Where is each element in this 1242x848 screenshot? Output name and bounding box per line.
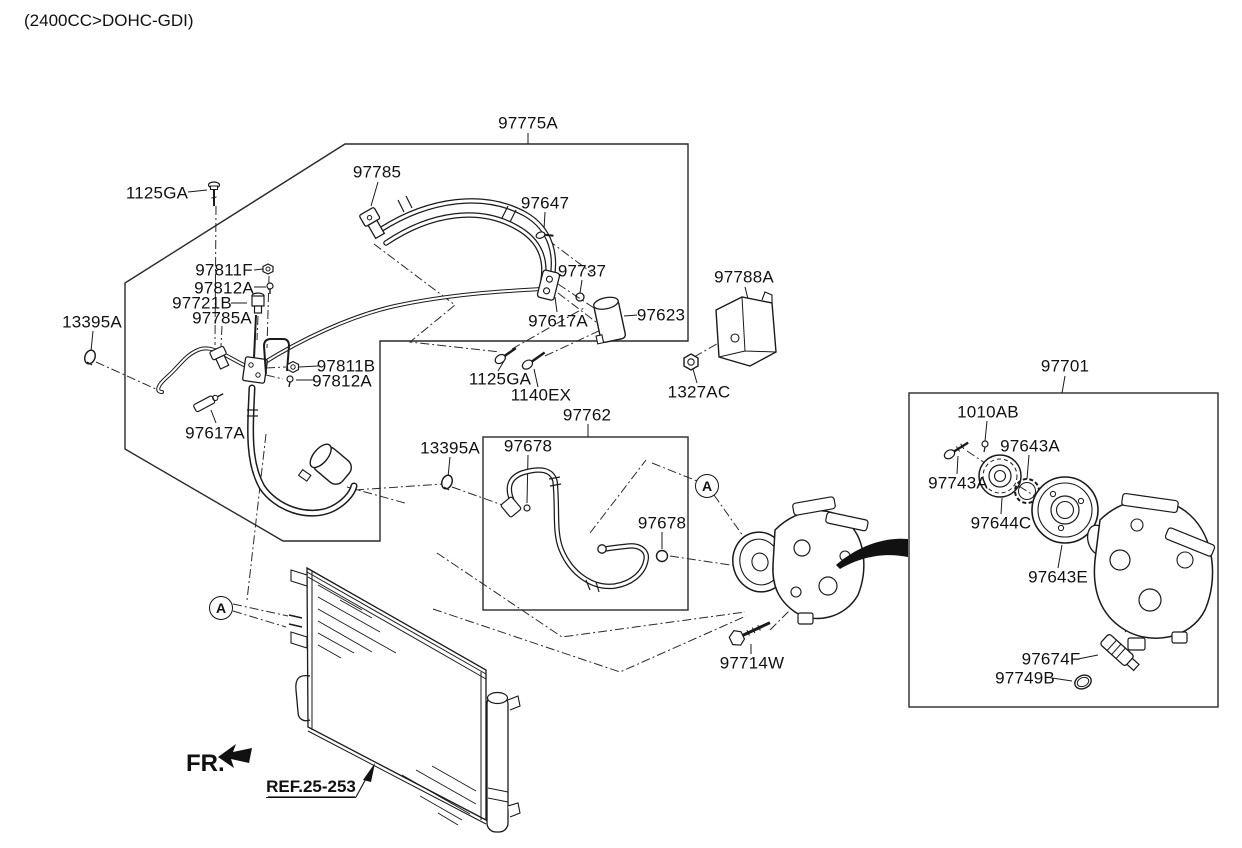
part-label-97749b: 97749B [995, 668, 1055, 688]
front-direction-arrow [218, 744, 252, 768]
suction-tube-97762-part [500, 467, 650, 593]
pin-1010ab-part [981, 440, 989, 453]
part-label-97714w: 97714W [719, 653, 785, 673]
compressor-97701-body [1086, 492, 1216, 651]
nut-1327ac-part [683, 353, 699, 371]
condenser-ref-label: REF.25-253 [266, 777, 356, 798]
part-label-1125ga-top: 1125GA [125, 183, 189, 203]
part-label-97811b: 97811B [316, 356, 376, 376]
bolt-97647-part [535, 231, 554, 239]
suction-tube-box-97762 [482, 424, 689, 611]
part-label-13395a-mid: 13395A [420, 438, 480, 458]
part-label-97644c: 97644C [970, 513, 1032, 533]
fitting-97617a-left-part [193, 393, 224, 413]
bolt-1125ga-top-part [207, 181, 221, 206]
view-a-marker-left: A [209, 596, 233, 620]
oring-97678-left-part [523, 504, 531, 512]
part-label-97678-right: 97678 [637, 513, 687, 533]
oring-97737-part [575, 292, 585, 302]
part-label-1125ga-mid: 1125GA [468, 369, 532, 389]
front-direction-label: FR. [186, 750, 225, 777]
refrigerant-hose-assembly [156, 195, 557, 517]
valve-97674f-part [1100, 634, 1140, 672]
part-label-97811f: 97811F [195, 260, 253, 280]
hose-assembly-box-97775a [124, 133, 689, 542]
clamp-13395a-mid-part [441, 474, 453, 491]
nut-97811b-part [286, 360, 300, 374]
connector-97785-part [359, 207, 386, 240]
part-label-97775a: 97775A [498, 113, 558, 133]
compressor-small [732, 496, 869, 625]
view-a-marker-right: A [695, 474, 719, 498]
part-label-97743a: 97743A [928, 473, 988, 493]
suction-muffler [309, 443, 352, 485]
part-label-1140ex: 1140EX [510, 385, 572, 405]
bolt-1125ga-mid-part [494, 347, 517, 365]
oring-97678-right-part [655, 549, 669, 563]
cover-97788a-part [715, 291, 777, 367]
part-label-97762: 97762 [562, 405, 612, 425]
oring-97749b-part [1074, 674, 1092, 690]
part-label-97623: 97623 [636, 305, 686, 325]
part-label-97812a-top: 97812A [194, 278, 254, 298]
detail-swoosh-arrow [836, 538, 908, 569]
part-label-97701: 97701 [1040, 356, 1090, 376]
hub-97644c-part [978, 454, 1022, 498]
part-label-97785a: 97785A [192, 308, 252, 328]
part-label-97678-left: 97678 [503, 436, 553, 456]
part-label-97643a: 97643A [1000, 436, 1060, 456]
engine-spec-label: (2400CC>DOHC-GDI) [24, 11, 194, 30]
part-label-97617a-left: 97617A [185, 423, 245, 443]
part-label-97617a-right: 97617A [528, 311, 588, 331]
bolt-97714w-part [728, 621, 771, 646]
part-label-97674f: 97674F [1021, 649, 1081, 669]
bolt-97743a-part [943, 441, 969, 460]
accumulator-97623-part [593, 296, 627, 345]
condenser [288, 566, 521, 833]
pulley-97643e-part [1031, 476, 1099, 544]
clamp-13395a-left-part [84, 349, 96, 366]
part-label-1327ac: 1327AC [667, 382, 731, 402]
compressor-box-97701 [908, 375, 1219, 708]
part-label-97647: 97647 [520, 193, 570, 213]
part-label-97788a: 97788A [714, 267, 774, 287]
manifold-97617a-right-part [536, 269, 561, 301]
part-label-13395a-left: 13395A [62, 312, 122, 332]
part-label-97721b: 97721B [172, 293, 232, 313]
part-label-97785: 97785 [352, 162, 402, 182]
sensor-97721b-part [251, 292, 265, 314]
part-label-1010ab: 1010AB [957, 402, 1019, 422]
part-label-97643e: 97643E [1028, 567, 1088, 587]
screw-97812a-mid-part [286, 375, 294, 388]
nut-97811f-part [262, 263, 274, 275]
screw-97812a-top-part [266, 282, 274, 294]
part-label-97812a-mid: 97812A [312, 371, 372, 391]
part-label-97737: 97737 [557, 261, 607, 281]
bolt-1140ex-part [521, 351, 546, 370]
clip-97785a-part [209, 345, 230, 370]
